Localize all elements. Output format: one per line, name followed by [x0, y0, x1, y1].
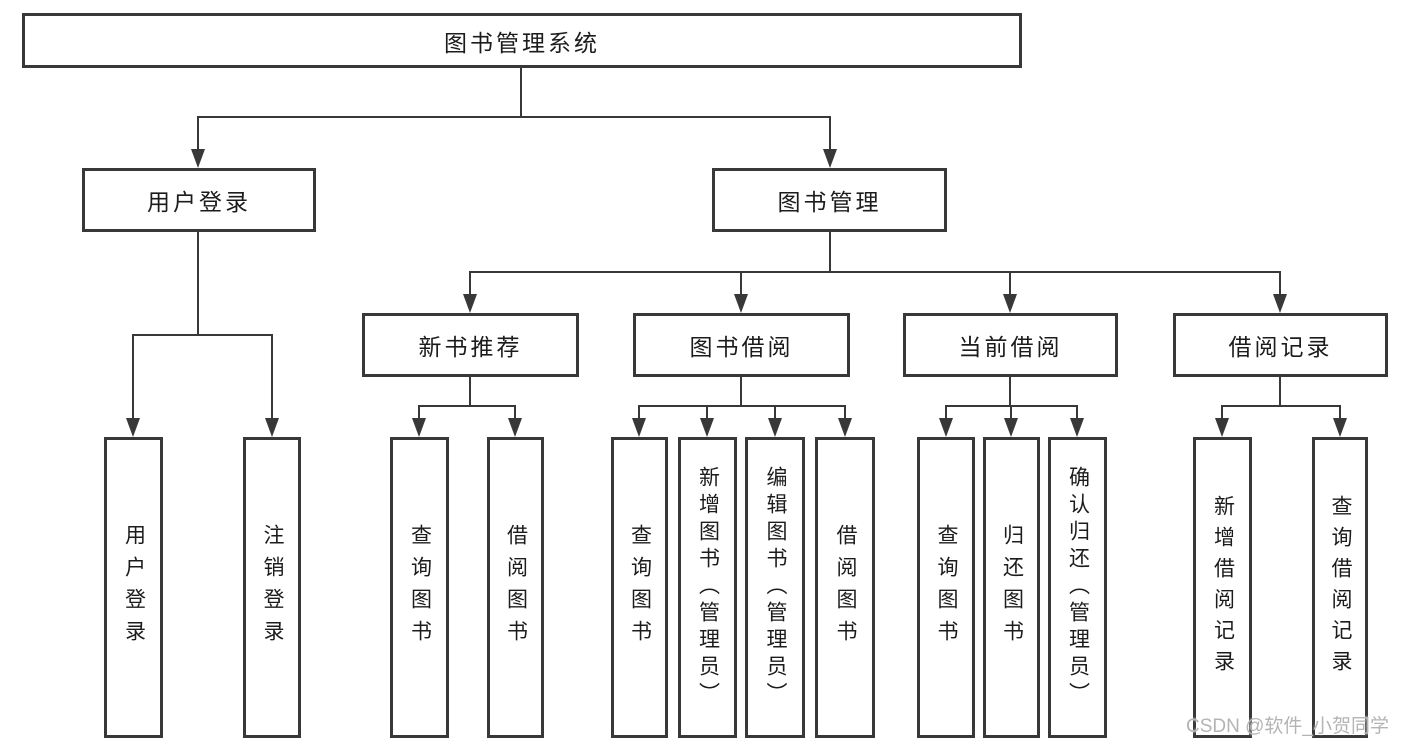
leaf-label: 查询图书: [408, 523, 432, 652]
connector-line: [638, 405, 846, 407]
leaf-label: 新增图书（管理员）: [696, 466, 720, 709]
arrowhead-down: [632, 418, 646, 437]
leaf-edit-books-admin: 编辑图书（管理员）: [745, 437, 805, 738]
connector-line: [197, 116, 199, 151]
connector-line: [132, 334, 134, 420]
leaf-label: 归还图书: [1000, 523, 1024, 652]
arrowhead-down: [126, 418, 140, 437]
leaf-return-books: 归还图书: [983, 437, 1040, 738]
node-book-borrowing: 图书借阅: [633, 313, 850, 377]
connector-line: [132, 334, 273, 336]
connector-line: [418, 405, 420, 420]
arrowhead-down: [1215, 418, 1229, 437]
arrowhead-down: [1273, 294, 1287, 313]
connector-line: [469, 377, 471, 407]
leaf-query-books-recommend: 查询图书: [390, 437, 449, 738]
leaf-add-books-admin: 新增图书（管理员）: [678, 437, 737, 738]
watermark-csdn: CSDN @软件_小贺同学: [1186, 716, 1389, 737]
arrowhead-down: [823, 149, 837, 168]
node-label: 当前借阅: [958, 334, 1063, 360]
leaf-confirm-return-admin: 确认归还（管理员）: [1048, 437, 1107, 738]
connector-line: [1279, 271, 1281, 296]
connector-line: [271, 334, 273, 420]
leaf-query-books-borrowing: 查询图书: [611, 437, 668, 738]
connector-line: [469, 271, 1281, 273]
connector-line: [638, 405, 640, 420]
leaf-label: 查询图书: [935, 523, 958, 652]
leaf-query-borrow-record: 查询借阅记录: [1312, 437, 1368, 738]
node-current-borrowing: 当前借阅: [903, 313, 1118, 377]
leaf-add-borrow-record: 新增借阅记录: [1193, 437, 1252, 738]
leaf-label: 新增借阅记录: [1211, 494, 1235, 681]
leaf-label: 借阅图书: [504, 523, 528, 652]
leaf-label: 注销登录: [261, 523, 284, 652]
node-label: 借阅记录: [1228, 334, 1333, 360]
arrowhead-down: [939, 418, 953, 437]
connector-line: [1339, 405, 1341, 420]
arrowhead-down: [191, 149, 205, 168]
connector-line: [197, 116, 831, 118]
arrowhead-down: [508, 418, 522, 437]
leaf-label: 查询图书: [628, 523, 652, 652]
connector-line: [1010, 405, 1012, 420]
node-label: 图书管理系统: [444, 29, 600, 56]
arrowhead-down: [1070, 418, 1084, 437]
connector-line: [1221, 405, 1223, 420]
connector-line: [740, 377, 742, 407]
connector-line: [197, 232, 199, 336]
node-label: 用户登录: [147, 189, 251, 215]
node-borrowing-records: 借阅记录: [1173, 313, 1388, 377]
leaf-label: 查询借阅记录: [1329, 494, 1352, 681]
node-library-system: 图书管理系统: [22, 13, 1022, 68]
leaf-borrow-books-borrowing: 借阅图书: [815, 437, 875, 738]
node-new-book-recommend: 新书推荐: [362, 313, 579, 377]
arrowhead-down: [768, 418, 782, 437]
connector-line: [740, 271, 742, 296]
connector-line: [1221, 405, 1341, 407]
node-user-login: 用户登录: [82, 168, 316, 232]
connector-line: [1009, 377, 1011, 407]
leaf-logout: 注销登录: [243, 437, 301, 738]
connector-line: [774, 405, 776, 420]
connector-line: [1076, 405, 1078, 420]
leaf-borrow-books-recommend: 借阅图书: [487, 437, 544, 738]
leaf-label: 用户登录: [122, 523, 146, 652]
arrowhead-down: [265, 418, 279, 437]
connector-line: [945, 405, 947, 420]
connector-line: [520, 68, 522, 118]
connector-line: [706, 405, 708, 420]
connector-line: [844, 405, 846, 420]
arrowhead-down: [1004, 418, 1018, 437]
leaf-user-login: 用户登录: [104, 437, 163, 738]
leaf-label: 确认归还（管理员）: [1066, 466, 1090, 709]
connector-line: [418, 405, 516, 407]
leaf-label: 借阅图书: [834, 523, 857, 652]
arrowhead-down: [1333, 418, 1347, 437]
node-label: 图书管理: [777, 189, 882, 215]
connector-line: [1009, 271, 1011, 296]
connector-line: [1279, 377, 1281, 407]
connector-line: [514, 405, 516, 420]
arrowhead-down: [838, 418, 852, 437]
leaf-query-books-current: 查询图书: [917, 437, 975, 738]
arrowhead-down: [412, 418, 426, 437]
connector-line: [469, 271, 471, 296]
arrowhead-down: [700, 418, 714, 437]
arrowhead-down: [1003, 294, 1017, 313]
node-label: 图书借阅: [689, 334, 794, 360]
connector-line: [829, 116, 831, 151]
leaf-label: 编辑图书（管理员）: [764, 466, 787, 709]
connector-line: [829, 232, 831, 273]
arrowhead-down: [734, 294, 748, 313]
node-label: 新书推荐: [418, 334, 523, 360]
arrowhead-down: [463, 294, 477, 313]
node-book-management: 图书管理: [712, 168, 947, 232]
